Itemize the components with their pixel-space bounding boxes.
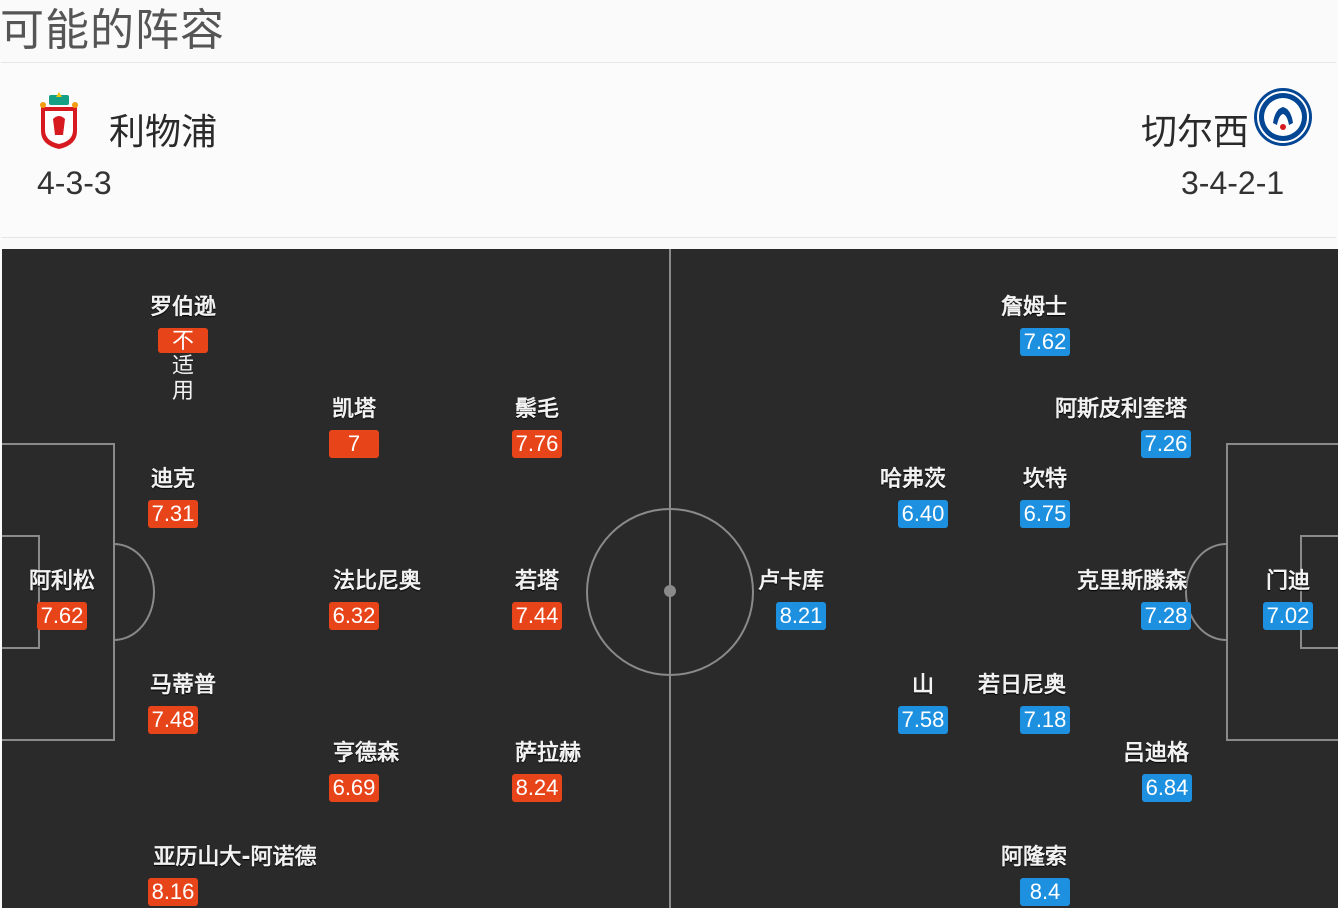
player-name: 迪克 xyxy=(150,467,196,492)
player-name: 山 xyxy=(911,673,935,698)
home-formation: 4-3-3 xyxy=(37,165,112,201)
rating-text: 用 xyxy=(171,378,194,403)
player-name: 门迪 xyxy=(1265,569,1311,594)
player-name: 鬃毛 xyxy=(514,397,560,422)
player-name: 法比尼奥 xyxy=(332,569,422,594)
player-name: 詹姆士 xyxy=(1000,295,1068,320)
player-rating: 8.16 xyxy=(148,878,198,906)
rating-badge: 不 xyxy=(158,328,208,353)
player-rating: 7.48 xyxy=(148,706,198,734)
player-rating: 8.4 xyxy=(1020,878,1070,906)
player-rating: 6.40 xyxy=(898,500,948,528)
away-penalty-box xyxy=(1226,443,1338,741)
rating-text: 适 xyxy=(171,353,194,378)
home-goal-box xyxy=(2,535,40,649)
away-formation: 3-4-2-1 xyxy=(1181,165,1285,201)
player-rating: 7.62 xyxy=(1020,328,1070,356)
player-name: 阿隆索 xyxy=(1000,845,1068,870)
player-rating: 8.21 xyxy=(776,602,826,630)
player-name: 若日尼奥 xyxy=(977,673,1067,698)
player-rating: 7.62 xyxy=(37,602,87,630)
player-rating: 7.44 xyxy=(512,602,562,630)
player-rating: 6.75 xyxy=(1020,500,1070,528)
player-rating: 7.76 xyxy=(512,430,562,458)
away-team-name: 切尔西 xyxy=(1141,112,1250,153)
player-name: 亚历山大-阿诺德 xyxy=(153,845,317,870)
player-name: 亨德森 xyxy=(332,741,400,766)
player-name: 萨拉赫 xyxy=(514,741,582,766)
page-title: 可能的阵容 xyxy=(0,5,225,56)
player-name: 坎特 xyxy=(1022,467,1068,492)
player-name: 哈弗茨 xyxy=(879,467,947,492)
player-name: 吕迪格 xyxy=(1122,741,1190,766)
player-name: 阿利松 xyxy=(28,569,96,594)
player-rating: 不 适 用 xyxy=(158,328,208,403)
match-header: 利物浦 4-3-3 切尔西 3-4-2-1 xyxy=(1,62,1336,238)
chelsea-crest-icon xyxy=(1254,88,1312,146)
player-rating: 7.26 xyxy=(1141,430,1191,458)
home-team-name: 利物浦 xyxy=(109,112,218,153)
player-rating: 7.18 xyxy=(1020,706,1070,734)
player-rating: 7.31 xyxy=(148,500,198,528)
player-name: 卢卡库 xyxy=(757,569,825,594)
player-rating: 7.28 xyxy=(1141,602,1191,630)
player-rating: 6.69 xyxy=(329,774,379,802)
center-spot xyxy=(664,585,676,597)
player-name: 克里斯滕森 xyxy=(1076,569,1188,594)
player-rating: 7 xyxy=(329,430,379,458)
player-name: 若塔 xyxy=(514,569,560,594)
player-name: 罗伯逊 xyxy=(149,295,217,320)
away-goal-box xyxy=(1300,535,1338,649)
player-rating: 8.24 xyxy=(512,774,562,802)
player-rating: 6.84 xyxy=(1142,774,1192,802)
player-rating: 7.02 xyxy=(1263,602,1313,630)
player-name: 阿斯皮利奎塔 xyxy=(1054,397,1188,422)
liverpool-crest-icon xyxy=(40,92,78,149)
center-circle xyxy=(586,508,754,676)
player-rating: 6.32 xyxy=(329,602,379,630)
player-rating: 7.58 xyxy=(898,706,948,734)
player-name: 马蒂普 xyxy=(149,673,217,698)
pitch: 罗伯逊 不 适 用 迪克 7.31 阿利松 7.62 马蒂普 7.48 亚历山大… xyxy=(2,249,1338,908)
player-name: 凯塔 xyxy=(331,397,377,422)
